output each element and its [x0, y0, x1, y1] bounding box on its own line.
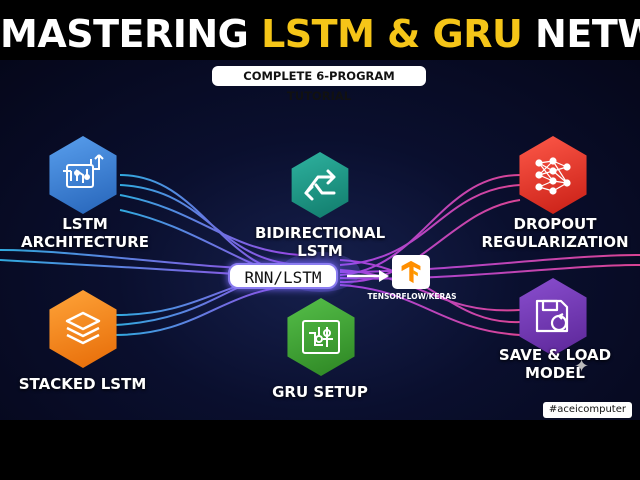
title-prefix: MASTERING: [0, 12, 262, 56]
stacked-layers-icon: [65, 311, 101, 345]
hashtag-badge: #aceicomputer: [542, 402, 632, 418]
save-load-badge: [519, 278, 587, 356]
sparkle-icon: ✦: [574, 356, 590, 377]
page-title: MASTERING LSTM & GRU NETWORKS: [0, 12, 640, 56]
bidirectional-arrows-icon: [304, 169, 336, 201]
stacked-lstm-label: STACKED LSTM: [18, 375, 147, 393]
save-reload-icon: [535, 299, 569, 333]
arrow-right-icon: [347, 270, 389, 282]
tensorflow-icon: [401, 260, 421, 284]
title-suffix: NETWORKS: [535, 12, 640, 56]
lstm-cell-icon: [63, 154, 104, 188]
framework-caption: TENSORFLOW/KERAS: [367, 292, 457, 301]
neural-network-icon: [535, 157, 571, 195]
tensorflow-logo: [392, 255, 430, 289]
dropout-badge: [519, 136, 587, 214]
title-highlight: LSTM & GRU: [261, 12, 523, 56]
gru-setup-badge: [287, 298, 355, 376]
gru-setup-label: GRU SETUP: [272, 383, 368, 401]
subtitle-badge: COMPLETE 6-PROGRAM TUTORIAL: [212, 66, 426, 103]
rnn-lstm-pill: RNN/LSTM: [228, 263, 338, 289]
gru-circuit-icon: [302, 320, 340, 354]
